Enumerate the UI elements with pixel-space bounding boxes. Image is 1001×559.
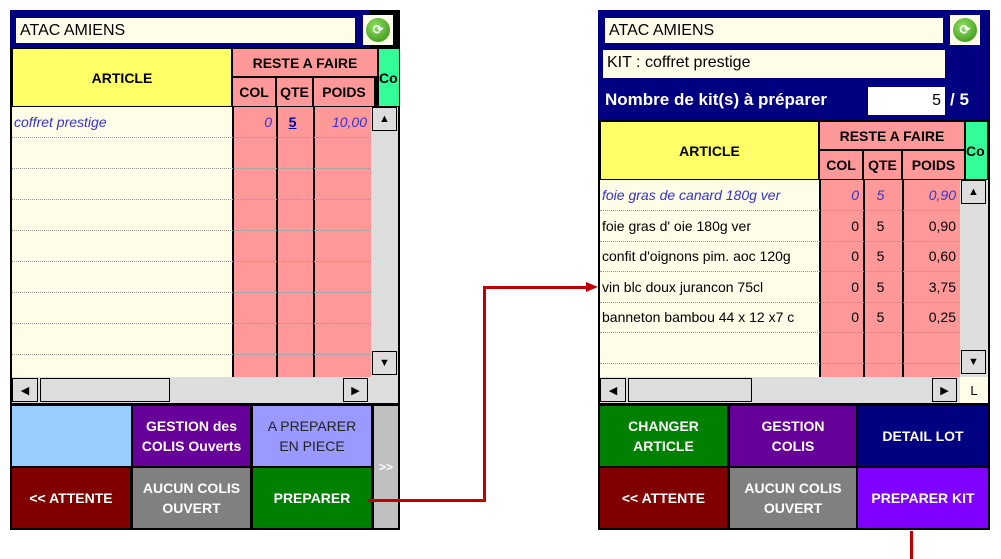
table-row[interactable]: vin blc doux jurancon 75cl 0 5 3,75: [600, 272, 960, 303]
scroll-down-icon[interactable]: ▼: [372, 351, 397, 375]
header-extra: Co: [965, 121, 988, 180]
right-screen: ATAC AMIENS ⟳ KIT : coffret prestige Nom…: [598, 10, 990, 530]
refresh-button[interactable]: ⟳: [363, 15, 393, 45]
detail-lot-button[interactable]: DETAIL LOT: [858, 406, 988, 466]
poids-value: 0,90: [928, 218, 956, 234]
more-button[interactable]: >>: [374, 406, 398, 528]
blank-button[interactable]: [12, 406, 131, 466]
preparer-kit-button[interactable]: PREPARER KIT: [858, 468, 988, 528]
col-value: 0: [851, 279, 859, 295]
qte-value: 5: [876, 309, 885, 325]
poids-value: 0,90: [928, 187, 956, 203]
preparer-button[interactable]: PREPARER: [253, 468, 371, 528]
nombre-kits-label: Nombre de kit(s) à préparer: [605, 90, 828, 109]
article-name: foie gras de canard 180g ver: [602, 187, 781, 203]
header-extra: Co: [378, 48, 400, 107]
vertical-scrollbar[interactable]: ▲ ▼: [371, 107, 398, 377]
horizontal-scrollbar[interactable]: ◀ ▶: [600, 377, 960, 403]
table-row: [600, 333, 960, 364]
refresh-icon: ⟳: [953, 18, 977, 42]
nombre-kits-input[interactable]: 5: [868, 87, 945, 115]
aucun-colis-ouvert-button[interactable]: AUCUN COLIS OUVERT: [133, 468, 250, 528]
col-value: 0: [851, 218, 859, 234]
scroll-corner: [371, 377, 398, 403]
col-value: 0: [851, 248, 859, 264]
scroll-left-icon[interactable]: ◀: [12, 378, 38, 402]
aucun-colis-ouvert-button[interactable]: AUCUN COLIS OUVERT: [730, 468, 856, 528]
connector-line: [483, 286, 486, 502]
table-row[interactable]: foie gras de canard 180g ver 0 5 0,90: [600, 180, 960, 211]
header-qte: QTE: [863, 150, 902, 180]
refresh-icon: ⟳: [366, 18, 390, 42]
article-name: banneton bambou 44 x 12 x7 c: [602, 309, 795, 325]
article-table: foie gras de canard 180g ver 0 5 0,90 fo…: [600, 180, 960, 377]
article-name: confit d'oignons pim. aoc 120g: [602, 248, 791, 264]
nombre-kits-total: / 5: [950, 90, 969, 109]
qte-value: 5: [876, 279, 885, 295]
scroll-down-icon[interactable]: ▼: [961, 350, 986, 374]
arrowhead-icon: [586, 282, 598, 292]
article-name: coffret prestige: [14, 114, 107, 130]
kit-field: KIT : coffret prestige: [603, 50, 945, 78]
header-article: ARTICLE: [12, 48, 232, 107]
changer-article-button[interactable]: CHANGER ARTICLE: [600, 406, 727, 466]
scroll-up-icon[interactable]: ▲: [961, 180, 986, 204]
table-row[interactable]: banneton bambou 44 x 12 x7 c 0 5 0,25: [600, 302, 960, 333]
poids-value: 0,25: [928, 309, 956, 325]
store-field[interactable]: ATAC AMIENS: [603, 16, 945, 45]
article-name: vin blc doux jurancon 75cl: [602, 279, 764, 295]
col-value: 0: [851, 309, 859, 325]
left-screen: ATAC AMIENS ⟳ ARTICLE RESTE A FAIRE COL …: [10, 10, 400, 530]
poids-value: 0,60: [928, 248, 956, 264]
header-col: COL: [232, 77, 276, 107]
vertical-scrollbar[interactable]: ▲ ▼: [960, 180, 988, 377]
scroll-up-icon[interactable]: ▲: [372, 107, 397, 131]
scroll-right-icon[interactable]: ▶: [932, 378, 957, 402]
header-qte: QTE: [276, 77, 313, 107]
col-value: 0: [851, 187, 859, 203]
table-row: [12, 262, 371, 293]
poids-value: 3,75: [928, 279, 956, 295]
horizontal-scrollbar[interactable]: ◀ ▶: [12, 377, 371, 403]
qte-value: 5: [876, 187, 885, 203]
qte-value: 5: [876, 218, 885, 234]
qte-link[interactable]: 5: [288, 114, 297, 130]
connector-line: [368, 499, 486, 502]
refresh-button[interactable]: ⟳: [950, 15, 980, 45]
scroll-right-icon[interactable]: ▶: [343, 378, 368, 402]
header-reste: RESTE A FAIRE: [819, 121, 965, 150]
gestion-colis-ouverts-button[interactable]: GESTION des COLIS Ouverts: [133, 406, 250, 466]
table-row[interactable]: coffret prestige 0 5 10,00: [12, 107, 371, 138]
gestion-colis-button[interactable]: GESTION COLIS: [730, 406, 856, 466]
header-poids: POIDS: [313, 77, 375, 107]
scroll-thumb[interactable]: [40, 378, 170, 402]
scroll-left-icon[interactable]: ◀: [600, 378, 626, 402]
connector-line: [483, 286, 588, 289]
table-row: [12, 200, 371, 231]
header-poids: POIDS: [902, 150, 965, 180]
table-row[interactable]: foie gras d' oie 180g ver 0 5 0,90: [600, 211, 960, 242]
qte-value: 5: [876, 248, 885, 264]
attente-button[interactable]: << ATTENTE: [600, 468, 727, 528]
attente-button[interactable]: << ATTENTE: [12, 468, 130, 528]
poids-value: 10,00: [331, 114, 367, 130]
header-col: COL: [819, 150, 863, 180]
store-field[interactable]: ATAC AMIENS: [14, 16, 357, 45]
a-preparer-en-piece-button[interactable]: A PREPARER EN PIECE: [253, 406, 371, 466]
header-reste: RESTE A FAIRE: [232, 48, 378, 77]
col-value: 0: [264, 114, 272, 130]
table-row: [12, 324, 371, 355]
header-article: ARTICLE: [600, 121, 819, 180]
article-table: coffret prestige 0 5 10,00: [12, 107, 371, 377]
article-name: foie gras d' oie 180g ver: [602, 218, 751, 234]
scroll-thumb[interactable]: [628, 378, 752, 402]
table-row: [12, 231, 371, 262]
connector-line: [910, 531, 913, 559]
table-row: [12, 169, 371, 200]
table-row[interactable]: confit d'oignons pim. aoc 120g 0 5 0,60: [600, 241, 960, 272]
table-row: [12, 293, 371, 324]
corner-cell: L: [960, 377, 988, 403]
table-row: [12, 138, 371, 169]
